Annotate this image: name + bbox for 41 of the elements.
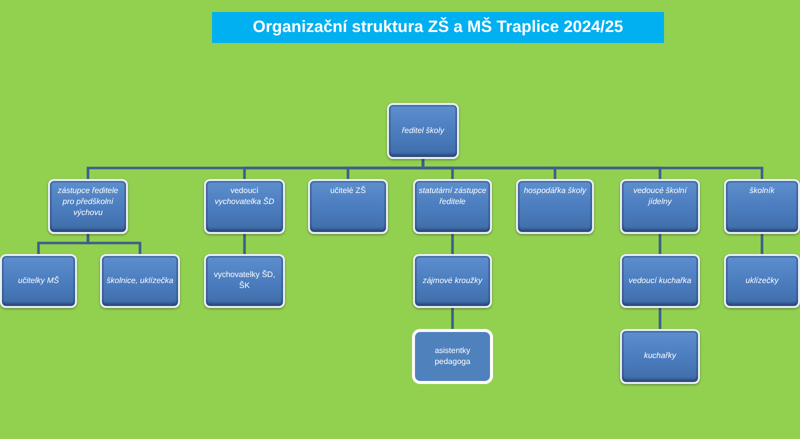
org-chart-box xyxy=(724,254,800,308)
role-label: kuchařky xyxy=(644,351,676,362)
org-chart-box xyxy=(204,179,285,234)
org-chart-box xyxy=(516,179,594,234)
role-label: zástupce ředitele pro předškolní výchovu xyxy=(56,186,120,218)
role-label: zájmové kroužky xyxy=(422,276,482,286)
org-chart-box xyxy=(308,179,388,234)
connector-line xyxy=(86,234,142,254)
connector-line xyxy=(658,234,662,254)
role-label: uklízečky xyxy=(746,276,778,286)
connector-line xyxy=(658,308,662,329)
connector-line xyxy=(760,234,764,254)
org-chart-box xyxy=(413,254,492,308)
role-label: učitelé ZŠ xyxy=(330,186,366,197)
role-label: školník xyxy=(750,186,774,197)
role-label: školnice, uklízečka xyxy=(106,276,174,286)
role-label: vedoucí kuchařka xyxy=(628,276,692,286)
connector-line xyxy=(243,234,246,254)
role-label: učitelky MŠ xyxy=(18,276,59,286)
connector-line xyxy=(451,234,454,254)
role-label: vedoucí vychovatelka ŠD xyxy=(214,186,276,208)
org-chart-box xyxy=(620,329,700,384)
org-chart-box xyxy=(0,254,77,308)
role-label: vedoucé školní jídelny xyxy=(632,186,688,208)
org-chart-box xyxy=(724,179,800,234)
connector-line xyxy=(451,308,454,329)
org-chart-box xyxy=(204,254,285,308)
org-chart-box xyxy=(620,179,700,234)
role-label: ředitel školy xyxy=(402,126,444,136)
org-chart-box xyxy=(412,329,493,384)
org-chart-box xyxy=(620,254,700,308)
connector-line xyxy=(422,159,764,179)
role-label: hospodářka školy xyxy=(524,186,586,197)
org-chart-box xyxy=(100,254,180,308)
title-banner: Organizační struktura ZŠ a MŠ Traplice 2024/25 xyxy=(212,12,664,43)
role-label: asistentky pedagoga xyxy=(434,346,472,368)
org-chart-box xyxy=(387,103,459,159)
org-chart-box xyxy=(413,179,492,234)
org-chart-box xyxy=(48,179,128,234)
role-label: vychovatelky ŠD, ŠK xyxy=(212,270,276,292)
role-label: statutární zástupce ředitele xyxy=(418,186,488,208)
